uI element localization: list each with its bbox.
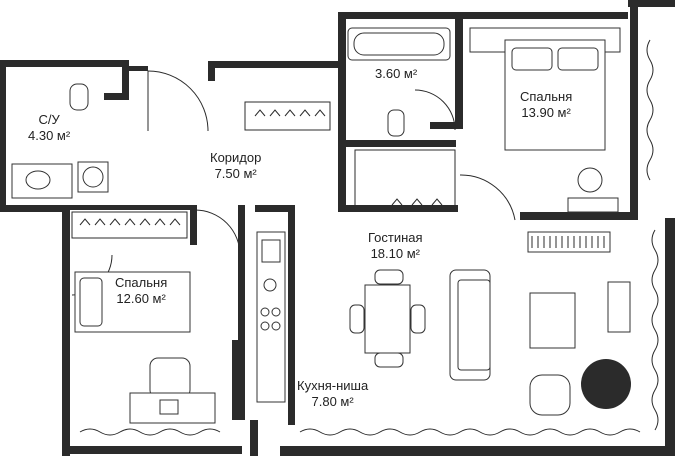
bath-fixtures <box>11 27 451 199</box>
windows <box>79 39 659 436</box>
room-name: Спальня <box>520 89 573 104</box>
wardrobes <box>71 101 456 239</box>
room-bathroom-2-label: 3.60 м² <box>375 66 417 82</box>
bedroom-1-furniture <box>469 27 621 213</box>
room-corridor-label: Коридор 7.50 м² <box>210 150 261 183</box>
kitchen-unit <box>256 231 286 403</box>
room-name: С/У <box>38 112 60 127</box>
room-area: 4.30 м² <box>28 128 71 144</box>
room-living-label: Гостиная 18.10 м² <box>368 230 423 263</box>
room-name: Кухня-ниша <box>297 378 369 393</box>
room-area: 3.60 м² <box>375 66 418 81</box>
room-name: Гостиная <box>368 230 423 245</box>
room-name: Спальня <box>115 275 168 290</box>
bedroom-2-furniture <box>74 271 216 424</box>
room-name: Коридор <box>210 150 262 165</box>
room-bedroom-1-label: Спальня 13.90 м² <box>520 89 572 122</box>
room-area: 7.50 м² <box>214 166 257 182</box>
room-area: 18.10 м² <box>370 246 420 262</box>
room-area: 12.60 м² <box>116 291 166 307</box>
room-area: 7.80 м² <box>311 394 354 410</box>
living-furniture <box>349 231 631 416</box>
room-area: 13.90 м² <box>521 105 571 121</box>
room-kitchen-label: Кухня-ниша 7.80 м² <box>297 378 368 411</box>
room-bedroom-2-label: Спальня 12.60 м² <box>115 275 167 308</box>
room-bathroom-1-label: С/У 4.30 м² <box>28 112 70 145</box>
